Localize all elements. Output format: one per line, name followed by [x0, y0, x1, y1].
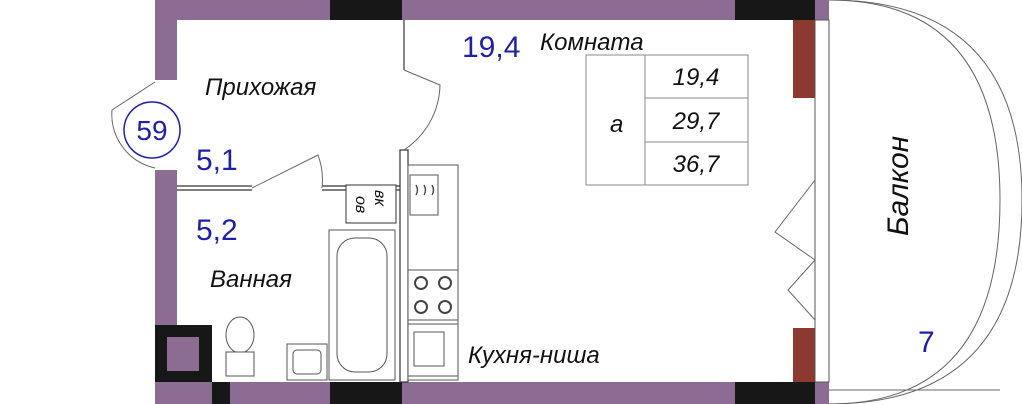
walls	[155, 0, 830, 404]
vent-label-1: вк	[371, 190, 388, 207]
bathroom-door	[251, 154, 323, 189]
right-wall-bottom	[793, 328, 815, 382]
area-table: а 19,4 29,7 36,7	[585, 54, 749, 186]
right-wall-strip	[814, 19, 830, 383]
top-wall-dark-2	[735, 0, 815, 20]
entrance-door-swing	[111, 81, 156, 169]
balcony-door-1	[774, 179, 816, 261]
balcony-door-2	[787, 259, 816, 321]
boiler-icon	[409, 174, 439, 216]
vent-shaft-inner	[165, 335, 201, 373]
bottom-wall-mid-2	[402, 382, 735, 404]
left-wall-top	[155, 0, 177, 80]
area-table-section: а	[610, 111, 623, 138]
kitchen-fixtures	[407, 164, 459, 381]
doors	[111, 69, 816, 321]
stove	[407, 269, 459, 321]
bathroom-fixtures	[225, 184, 397, 381]
area-table-value-3: 36,7	[673, 151, 721, 178]
toilet-icon	[225, 316, 255, 377]
top-wall-dark-1	[330, 0, 402, 20]
top-wall-left	[155, 0, 330, 20]
stove-burners-icon	[414, 276, 452, 314]
vent-label-2: ов	[352, 196, 369, 213]
room-area: 19,4	[462, 31, 520, 64]
bottom-wall-left	[155, 382, 212, 404]
bottom-wall-dark-2	[330, 382, 402, 404]
bathroom-label: Ванная	[210, 266, 292, 293]
top-wall-mid	[402, 0, 735, 20]
area-table-value-1: 19,4	[673, 64, 720, 91]
balcony-area: 7	[918, 326, 935, 359]
top-wall-right	[815, 0, 829, 20]
bathtub-inner	[336, 237, 388, 373]
apartment-number-badge: 59	[123, 101, 181, 159]
right-wall-top	[793, 20, 815, 98]
bottom-wall-mid-1	[230, 382, 330, 404]
bottom-wall-right	[815, 382, 829, 404]
room-door	[403, 69, 441, 151]
apartment-number: 59	[136, 115, 167, 146]
room-label: Комната	[540, 29, 644, 56]
hallway-area: 5,1	[196, 144, 238, 177]
kitchen-sink-icon	[407, 323, 459, 377]
balcony-label: Балкон	[882, 136, 915, 236]
kitchen-label: Кухня-ниша	[468, 342, 600, 369]
balcony	[828, 0, 1022, 404]
bathroom-area: 5,2	[196, 214, 238, 247]
hallway-label: Прихожая	[205, 74, 316, 101]
sink-icon	[286, 343, 328, 381]
bottom-wall-dark-1	[212, 382, 230, 404]
kitchen-partition	[399, 149, 409, 383]
vent-box	[345, 184, 397, 224]
bottom-wall-dark-3	[735, 382, 815, 404]
area-table-value-2: 29,7	[672, 108, 721, 135]
